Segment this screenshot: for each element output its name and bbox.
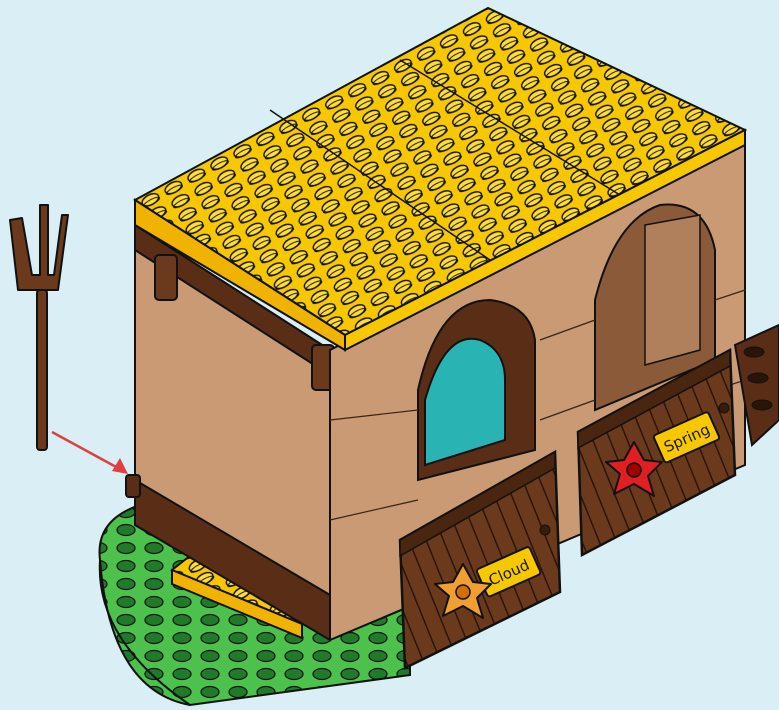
pitchfork-icon — [10, 205, 68, 450]
arrow-icon — [52, 432, 128, 474]
